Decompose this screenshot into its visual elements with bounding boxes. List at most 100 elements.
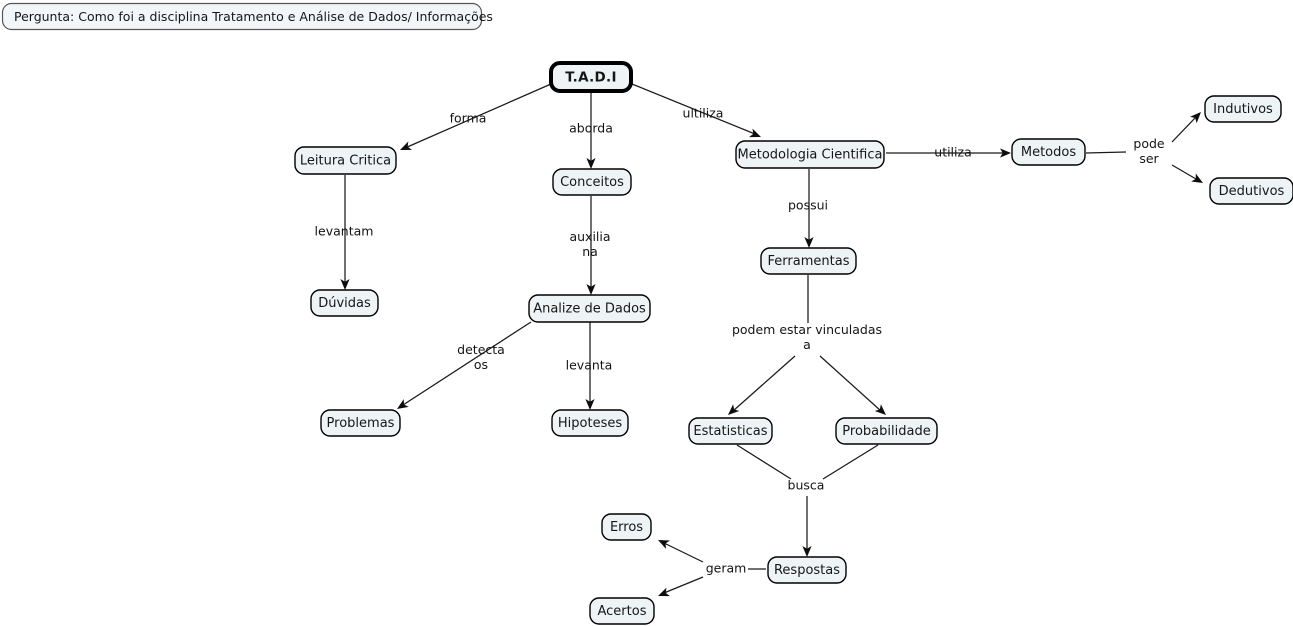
- node-label: Indutivos: [1213, 102, 1273, 117]
- node-hipoteses[interactable]: Hipoteses: [551, 409, 629, 437]
- link-label: na: [582, 244, 598, 259]
- link-analize-to-hipoteses: levanta: [566, 322, 612, 410]
- arrow-head-icon: [802, 546, 812, 557]
- link-label: ultiliza: [683, 106, 724, 121]
- node-analize[interactable]: Analize de Dados: [528, 294, 651, 323]
- node-label: Problemas: [327, 416, 395, 431]
- node-label: Conceitos: [560, 175, 624, 190]
- arrow-head-icon: [749, 128, 761, 138]
- arrow-head-icon: [586, 158, 596, 169]
- node-box[interactable]: [589, 597, 655, 625]
- node-box[interactable]: [1209, 177, 1293, 205]
- arrow-head-icon: [1190, 112, 1201, 124]
- node-box[interactable]: [760, 247, 857, 275]
- link-line: [402, 321, 532, 406]
- link-line: [663, 542, 766, 570]
- link-ferramentas-to-probabilidade: [819, 355, 886, 415]
- link-respostas-to-erros: geram: [658, 540, 766, 576]
- node-box[interactable]: [310, 289, 379, 317]
- node-label: Metodologia Cientifica: [738, 148, 883, 163]
- node-box[interactable]: [294, 146, 397, 175]
- question-banner-label: Pergunta: Como foi a disciplina Tratamen…: [14, 9, 493, 24]
- node-box[interactable]: [767, 556, 847, 584]
- node-erros[interactable]: Erros: [601, 513, 652, 541]
- node-label: T.A.D.I: [565, 70, 617, 86]
- node-conceitos[interactable]: Conceitos: [552, 168, 632, 196]
- node-box[interactable]: [552, 168, 632, 196]
- node-label: Respostas: [774, 563, 840, 578]
- node-label: Metodos: [1021, 145, 1076, 160]
- link-metodologia-to-metodos: utiliza: [886, 145, 1011, 160]
- node-tadi[interactable]: T.A.D.I: [549, 61, 633, 93]
- node-dedutivos[interactable]: Dedutivos: [1209, 177, 1293, 205]
- arrow-head-icon: [586, 284, 596, 295]
- node-problemas[interactable]: Problemas: [320, 409, 401, 437]
- link-line: [631, 83, 756, 135]
- question-banner-box: [1, 2, 483, 31]
- node-leitura[interactable]: Leitura Critica: [294, 146, 397, 175]
- node-label: Ferramentas: [768, 254, 850, 269]
- link-tadi-to-conceitos: aborda: [569, 91, 613, 169]
- link-line: [1085, 116, 1197, 154]
- node-estatisticas[interactable]: Estatisticas: [688, 417, 773, 445]
- arrow-head-icon: [658, 540, 670, 549]
- node-box[interactable]: [688, 417, 773, 445]
- link-label: ser: [1139, 151, 1159, 166]
- link-tadi-to-metodologia: ultiliza: [631, 83, 761, 138]
- link-label: forma: [450, 111, 487, 126]
- node-metodologia[interactable]: Metodologia Cientifica: [735, 140, 885, 169]
- link-line: [663, 576, 704, 594]
- link-label: podem estar vinculadas: [732, 322, 882, 337]
- link-line: [819, 355, 882, 412]
- link-metodos-to-dedutivos: [1171, 164, 1203, 183]
- arrow-head-icon: [874, 404, 886, 415]
- node-box[interactable]: [835, 417, 938, 445]
- node-box[interactable]: [320, 409, 401, 437]
- arrow-head-icon: [397, 399, 409, 409]
- link-leitura-to-duvidas: levantam: [315, 175, 374, 290]
- link-label: detecta: [457, 342, 505, 357]
- link-label: levantam: [315, 224, 374, 239]
- node-box[interactable]: [549, 61, 633, 93]
- node-respostas[interactable]: Respostas: [767, 556, 847, 584]
- node-probabilidade[interactable]: Probabilidade: [835, 417, 938, 445]
- node-box[interactable]: [735, 140, 885, 169]
- node-label: Leitura Critica: [300, 154, 391, 169]
- link-label: auxilia: [569, 229, 610, 244]
- node-box[interactable]: [601, 513, 652, 541]
- link-metodologia-to-ferramentas: possui: [788, 169, 828, 248]
- node-label: Dedutivos: [1219, 184, 1285, 199]
- node-duvidas[interactable]: Dúvidas: [310, 289, 379, 317]
- node-label: Estatisticas: [693, 424, 767, 439]
- node-box[interactable]: [551, 409, 629, 437]
- link-estatisticas-to-respostas: busca: [736, 444, 879, 557]
- link-label: aborda: [569, 121, 613, 136]
- node-box[interactable]: [1011, 138, 1086, 166]
- link-respostas-to-acertos: [658, 576, 704, 597]
- arrow-head-icon: [1000, 148, 1011, 158]
- link-line: [404, 83, 552, 149]
- link-label: busca: [788, 478, 825, 493]
- node-ferramentas[interactable]: Ferramentas: [760, 247, 857, 275]
- link-label: pode: [1133, 136, 1165, 151]
- arrow-head-icon: [1191, 173, 1203, 183]
- link-line: [732, 275, 809, 412]
- arrow-head-icon: [585, 399, 595, 410]
- node-box[interactable]: [528, 294, 651, 323]
- arrow-head-icon: [728, 404, 740, 415]
- node-label: Acertos: [598, 604, 647, 619]
- node-label: Erros: [610, 520, 643, 535]
- node-indutivos[interactable]: Indutivos: [1204, 95, 1282, 123]
- node-label: Analize de Dados: [533, 302, 646, 317]
- link-label: possui: [788, 198, 828, 213]
- node-box[interactable]: [1204, 95, 1282, 123]
- node-metodos[interactable]: Metodos: [1011, 138, 1086, 166]
- node-acertos[interactable]: Acertos: [589, 597, 655, 625]
